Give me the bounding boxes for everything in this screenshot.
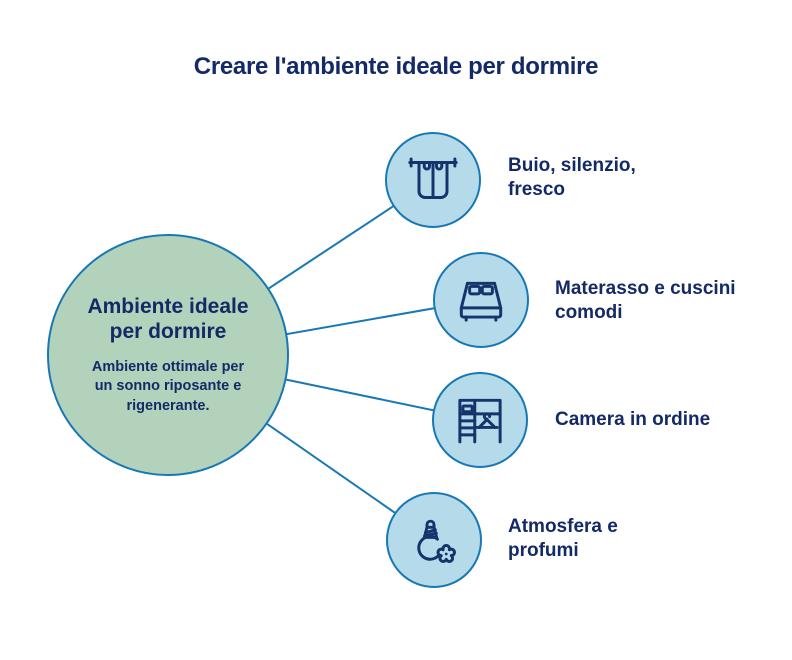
page-title: Creare l'ambiente ideale per dormire: [193, 53, 599, 80]
node-label: Camera in ordine: [555, 409, 711, 430]
wardrobe-icon: [458, 398, 502, 444]
node-atmosfera-profumi: [386, 492, 482, 588]
node-label: Materasso e cuscini comodi: [555, 278, 736, 323]
node-camera-in-ordine: [432, 372, 528, 468]
curtains-icon: [408, 157, 458, 199]
node-label: Atmosfera e profumi: [508, 516, 618, 561]
node-label: Buio, silenzio, fresco: [508, 155, 636, 200]
diffuser-icon: [417, 519, 456, 563]
node-buio-silenzio-fresco: [385, 132, 481, 228]
hub-title: Ambiente ideale per dormire: [87, 294, 249, 344]
bed-icon: [459, 281, 503, 322]
hub-circle: Ambiente ideale per dormire Ambiente ott…: [47, 234, 289, 476]
hub-description: Ambiente ottimale per un sonno riposante…: [91, 358, 245, 414]
node-materasso-cuscini: [433, 252, 529, 348]
